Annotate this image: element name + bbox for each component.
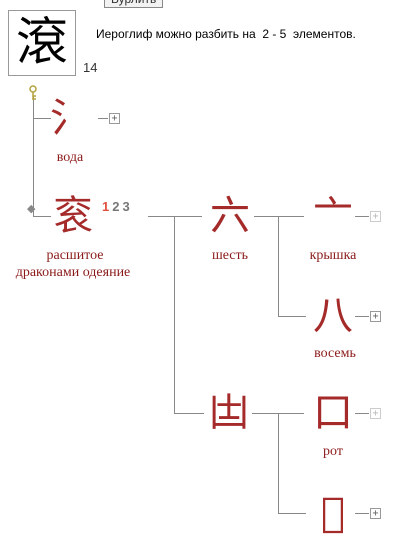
- component-water[interactable]: 氵: [50, 95, 90, 141]
- main-character: 滾: [8, 10, 76, 76]
- variant-selector: 123: [102, 199, 133, 214]
- component-mouth[interactable]: 口: [313, 390, 353, 436]
- key-icon: [27, 85, 39, 104]
- tree-line: [33, 118, 51, 119]
- component-six-meaning: шесть: [211, 248, 249, 263]
- tree-line: [148, 216, 202, 217]
- variant-2[interactable]: 2: [112, 199, 123, 214]
- component-eight[interactable]: 八: [313, 293, 353, 339]
- stroke-count: 14: [83, 60, 98, 75]
- component-robe-meaning-2: драконами одеяние: [15, 265, 131, 280]
- expand-eight-button[interactable]: +: [370, 311, 381, 322]
- component-robe-meaning-1: расшитое: [46, 248, 104, 263]
- component-lower[interactable]: 𠙽: [209, 390, 249, 436]
- tree-line: [33, 216, 51, 217]
- variant-1[interactable]: 1: [102, 199, 113, 214]
- component-mouth-meaning: рот: [323, 444, 343, 459]
- tree-line: [33, 96, 34, 216]
- expand-lid-button[interactable]: +: [370, 211, 381, 222]
- tree-line: [355, 216, 369, 217]
- tree-line: [355, 513, 369, 514]
- decomposition-info: Иероглиф можно разбить на 2 - 5 элементо…: [96, 27, 356, 41]
- component-six[interactable]: 六: [210, 193, 250, 239]
- expand-bottom-button[interactable]: +: [370, 508, 381, 519]
- diamond-icon: ◆: [27, 203, 36, 215]
- tree-line: [278, 513, 306, 514]
- tree-line: [355, 413, 369, 414]
- component-eight-meaning: восемь: [314, 346, 356, 361]
- expand-water-button[interactable]: +: [109, 113, 120, 124]
- component-water-meaning: вода: [56, 150, 84, 165]
- tree-line: [98, 118, 108, 119]
- expand-mouth-button[interactable]: +: [370, 408, 381, 419]
- component-lid[interactable]: 亠: [313, 193, 353, 239]
- tree-line: [174, 413, 204, 414]
- tree-line: [254, 216, 304, 217]
- tree-line: [278, 216, 279, 316]
- variant-3[interactable]: 3: [122, 199, 133, 214]
- component-bottom[interactable]: 𠂋: [320, 490, 345, 536]
- tab-boil[interactable]: Бурлить: [104, 0, 164, 8]
- tree-line: [278, 413, 279, 513]
- tree-line: [278, 316, 306, 317]
- component-robe[interactable]: 衮: [53, 193, 93, 239]
- tree-line: [174, 216, 175, 413]
- component-lid-meaning: крышка: [309, 248, 357, 263]
- tree-line: [355, 316, 369, 317]
